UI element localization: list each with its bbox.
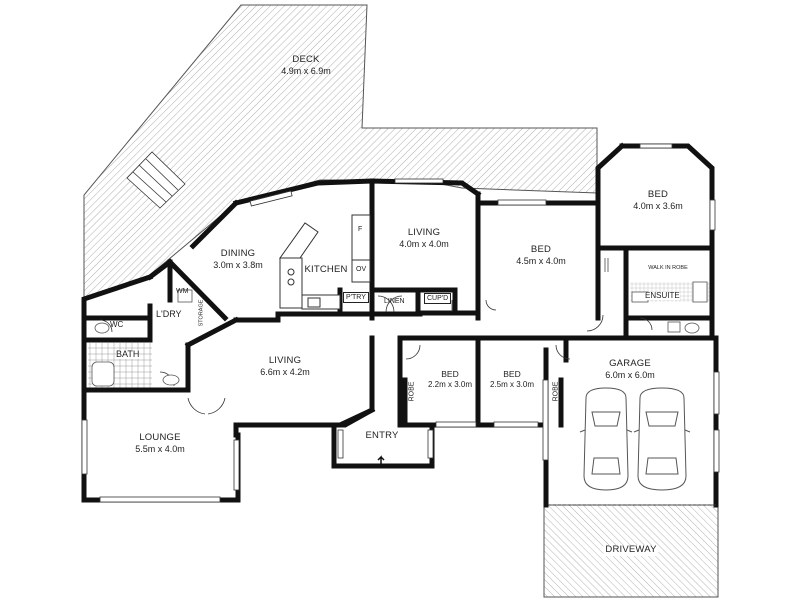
label-bath: BATH [116, 349, 140, 359]
room-living-upper-dims: 4.0m x 4.0m [399, 238, 449, 249]
room-bed-small-1-dims: 2.2m x 3.0m [427, 379, 473, 389]
door-swings [99, 295, 653, 415]
label-storage: STORAGE [198, 299, 205, 327]
room-dining-dims: 3.0m x 3.8m [213, 259, 263, 270]
room-bed-small-1: BED 2.2m x 3.0m [427, 369, 473, 389]
room-bed-middle-dims: 4.5m x 4.0m [516, 255, 566, 266]
room-bed-middle-name: BED [530, 244, 552, 255]
room-lounge: LOUNGE 5.5m x 4.0m [135, 432, 185, 454]
label-oven: OV [356, 266, 367, 273]
room-garage-dims: 6.0m x 6.0m [605, 369, 655, 380]
label-walk-in-robe: WALK IN ROBE [648, 265, 688, 271]
room-deck-dims: 4.9m x 6.9m [281, 65, 331, 76]
room-kitchen: KITCHEN [304, 264, 348, 276]
label-wc: WC [110, 320, 124, 329]
room-entry-name: ENTRY [365, 430, 399, 441]
step-marks [451, 258, 609, 312]
label-wm: WM [176, 288, 189, 295]
room-bed-master: BED 4.0m x 3.6m [633, 189, 683, 211]
room-bed-master-dims: 4.0m x 3.6m [633, 200, 683, 211]
room-bed-middle: BED 4.5m x 4.0m [516, 244, 566, 266]
deck-stairs [126, 151, 186, 209]
room-driveway: DRIVEWAY [603, 544, 659, 556]
garage-cars [579, 387, 691, 491]
windows [81, 143, 720, 503]
room-kitchen-name: KITCHEN [304, 264, 348, 275]
room-living-main: LIVING 6.6m x 4.2m [260, 355, 310, 377]
room-driveway-name: DRIVEWAY [603, 544, 659, 556]
room-living-main-dims: 6.6m x 4.2m [260, 366, 310, 377]
label-laundry: L'DRY [156, 309, 182, 319]
label-cupboard: CUP'D [424, 293, 452, 304]
room-living-main-name: LIVING [268, 355, 302, 366]
room-living-upper-name: LIVING [407, 227, 441, 238]
car-left [579, 387, 633, 491]
room-bed-small-2-name: BED [503, 369, 521, 379]
label-robe-right: ROBE [552, 381, 560, 402]
entry-arrow-icon [377, 455, 385, 468]
room-lounge-name: LOUNGE [139, 432, 181, 443]
room-garage: GARAGE 6.0m x 6.0m [605, 358, 655, 380]
bath-fixtures [91, 281, 708, 387]
label-fridge: F [358, 226, 363, 233]
label-linen: LINEN [384, 298, 405, 305]
room-garage-name: GARAGE [609, 358, 651, 369]
room-living-upper: LIVING 4.0m x 4.0m [399, 227, 449, 249]
label-pantry: P'TRY [343, 292, 369, 303]
room-lounge-dims: 5.5m x 4.0m [135, 443, 185, 454]
label-ensuite: ENSUITE [645, 291, 680, 300]
room-bed-small-2: BED 2.5m x 3.0m [489, 369, 535, 389]
car-right [633, 387, 691, 491]
label-robe-left: ROBE [408, 381, 416, 402]
room-bed-small-2-dims: 2.5m x 3.0m [489, 379, 535, 389]
room-bed-master-name: BED [647, 189, 669, 200]
room-dining-name: DINING [220, 248, 256, 259]
kitchen-counters [279, 214, 371, 310]
room-entry: ENTRY [365, 430, 399, 442]
room-dining: DINING 3.0m x 3.8m [213, 248, 263, 270]
room-deck-name: DECK [292, 54, 320, 65]
room-bed-small-1-name: BED [441, 369, 459, 379]
room-deck: DECK 4.9m x 6.9m [281, 54, 331, 76]
